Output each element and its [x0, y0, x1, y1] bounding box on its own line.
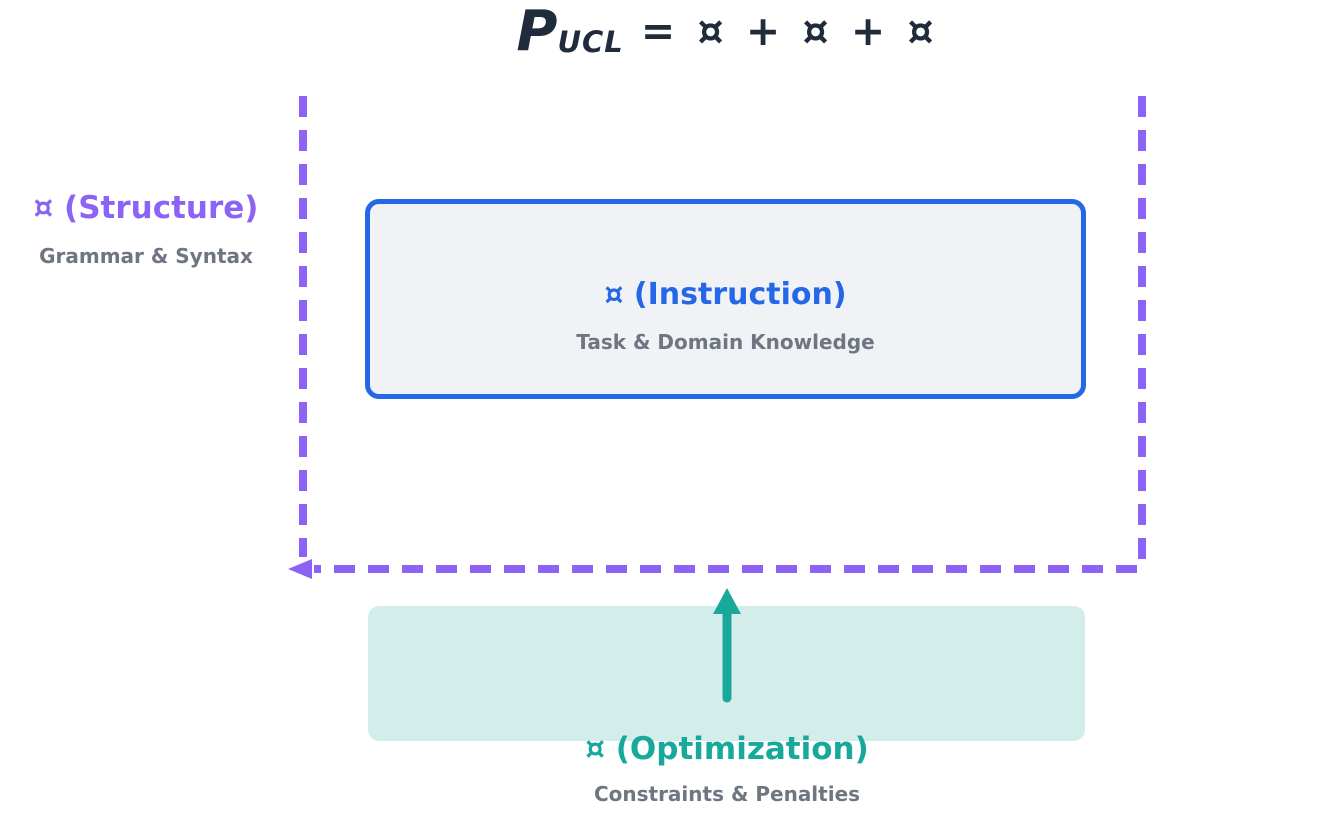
- structure-dashed-arrowhead-icon: [288, 559, 312, 579]
- structure-sublabel: Grammar & Syntax: [39, 244, 253, 268]
- formula-rhs: = ¤ + ¤ + ¤: [640, 7, 938, 55]
- formula-title: PUCL = ¤ + ¤ + ¤: [516, 0, 937, 76]
- structure-label: ¤ (Structure): [33, 190, 259, 226]
- structure-label-group: ¤ (Structure) Grammar & Syntax: [0, 190, 292, 268]
- formula-lhs: P: [516, 0, 558, 64]
- instruction-label: ¤ (Instruction): [604, 277, 847, 312]
- optimization-label: ¤ (Optimization): [585, 731, 869, 767]
- optimization-box: [368, 606, 1085, 741]
- instruction-box: ¤ (Instruction) Task & Domain Knowledge: [365, 199, 1086, 399]
- instruction-sublabel: Task & Domain Knowledge: [576, 330, 875, 354]
- formula-subscript: UCL: [557, 25, 624, 59]
- optimization-label-group: ¤ (Optimization) Constraints & Penalties: [585, 729, 869, 806]
- optimization-sublabel: Constraints & Penalties: [593, 782, 861, 806]
